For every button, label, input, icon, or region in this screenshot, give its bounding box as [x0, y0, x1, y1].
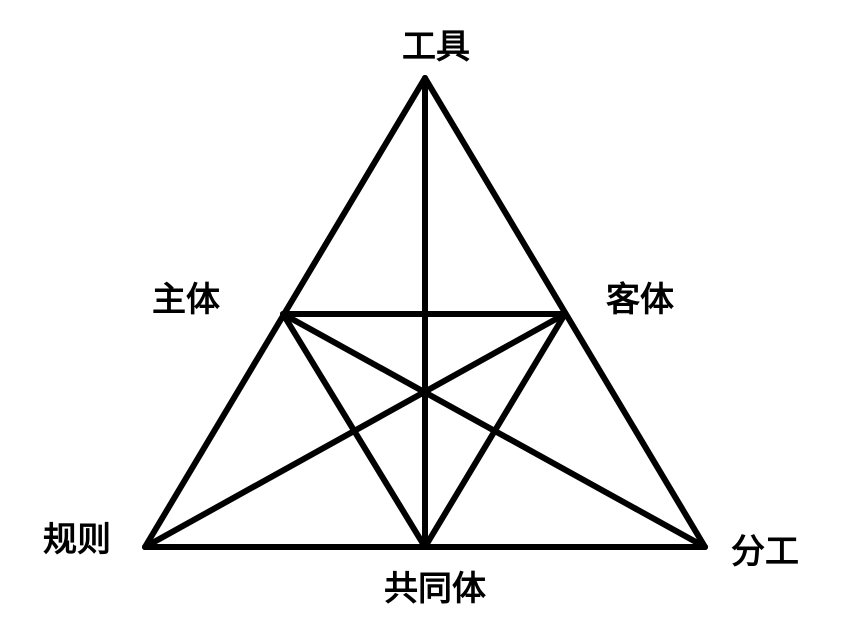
- edge-group: [142, 75, 708, 550]
- node-label-rules: 规则: [43, 520, 111, 560]
- edge-subject-division_of_labor: [280, 311, 708, 550]
- node-label-object: 客体: [606, 280, 674, 320]
- node-label-subject: 主体: [152, 280, 220, 320]
- node-label-division-of-labor: 分工: [731, 532, 799, 572]
- node-label-tools: 工具: [402, 27, 470, 67]
- node-label-community: 共同体: [384, 569, 486, 609]
- edge-object-rules: [142, 311, 568, 550]
